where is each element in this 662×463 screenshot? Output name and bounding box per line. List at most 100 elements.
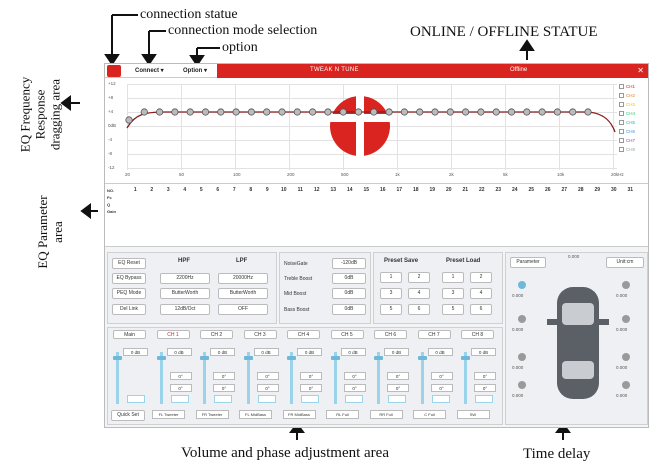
- eq-drag-point[interactable]: [232, 108, 240, 116]
- eq-drag-point[interactable]: [354, 108, 363, 116]
- phase-value-2[interactable]: 0°: [169, 384, 192, 392]
- delay-knob[interactable]: [622, 353, 630, 361]
- volume-value[interactable]: 0 dB: [123, 348, 148, 356]
- volume-slider[interactable]: [464, 352, 467, 404]
- treble-boost-value[interactable]: 0dB: [332, 273, 366, 284]
- channel-assign-dropdown[interactable]: FL MidBass: [239, 410, 272, 419]
- mute-toggle[interactable]: [257, 395, 276, 403]
- eq-drag-point[interactable]: [140, 108, 148, 116]
- preset-save-button[interactable]: 4: [408, 288, 430, 299]
- channel-toggle-1[interactable]: CH1: [619, 82, 648, 91]
- phase-value[interactable]: 0°: [387, 372, 409, 380]
- mute-toggle[interactable]: [170, 395, 189, 403]
- eq-drag-point[interactable]: [523, 108, 531, 116]
- volume-slider-knob[interactable]: [243, 356, 253, 360]
- eq-curve[interactable]: [105, 78, 617, 178]
- preset-save-button[interactable]: 1: [380, 272, 402, 283]
- eq-drag-point[interactable]: [278, 108, 286, 116]
- mid-boost-value[interactable]: 0dB: [332, 288, 366, 299]
- channel-assign-dropdown[interactable]: FL Tweeter: [152, 410, 185, 419]
- eq-reset-button[interactable]: EQ Reset: [112, 258, 146, 269]
- mute-toggle[interactable]: [388, 395, 406, 403]
- close-icon[interactable]: ✕: [637, 66, 644, 75]
- lpf-frequency[interactable]: 20000Hz: [218, 273, 268, 284]
- eq-drag-point[interactable]: [309, 108, 317, 116]
- preset-save-button[interactable]: 2: [408, 272, 430, 283]
- eq-drag-point[interactable]: [217, 108, 225, 116]
- phase-value-2[interactable]: 0°: [474, 384, 496, 392]
- volume-tab[interactable]: CH 6: [374, 330, 407, 339]
- preset-load-button[interactable]: 2: [470, 272, 492, 283]
- option-menu[interactable]: Option ▾: [183, 68, 208, 74]
- eq-drag-point[interactable]: [263, 108, 271, 116]
- phase-value[interactable]: 0°: [300, 372, 322, 380]
- phase-value[interactable]: 0°: [474, 372, 496, 380]
- volume-value[interactable]: 0 dB: [297, 348, 322, 356]
- eq-drag-point[interactable]: [538, 108, 546, 116]
- channel-toggle-3[interactable]: CH3: [619, 100, 648, 109]
- channel-assign-dropdown[interactable]: SW: [456, 410, 490, 419]
- preset-load-button[interactable]: 6: [470, 304, 492, 315]
- eq-drag-point[interactable]: [385, 108, 393, 116]
- volume-value[interactable]: 0 dB: [210, 348, 235, 356]
- eq-drag-point[interactable]: [477, 108, 485, 116]
- eq-drag-point[interactable]: [125, 116, 133, 124]
- noisegate-value[interactable]: -120dB: [332, 258, 366, 269]
- volume-value[interactable]: 0 dB: [384, 348, 409, 356]
- volume-value[interactable]: 0 dB: [427, 348, 453, 356]
- mute-toggle[interactable]: [431, 395, 450, 403]
- channel-checkbox[interactable]: [619, 93, 624, 98]
- channel-assign-dropdown[interactable]: FR MidBass: [282, 410, 316, 419]
- preset-load-button[interactable]: 3: [442, 288, 464, 299]
- eq-drag-point[interactable]: [569, 108, 577, 116]
- volume-value[interactable]: 0 dB: [340, 348, 366, 356]
- phase-value[interactable]: 0°: [343, 372, 366, 380]
- volume-slider[interactable]: [377, 352, 380, 404]
- volume-value[interactable]: 0 dB: [471, 348, 496, 356]
- eq-drag-point[interactable]: [201, 108, 210, 116]
- eq-drag-point[interactable]: [507, 108, 516, 116]
- preset-load-button[interactable]: 4: [470, 288, 492, 299]
- phase-value-2[interactable]: 0°: [300, 384, 322, 392]
- eq-drag-point[interactable]: [155, 108, 164, 116]
- channel-assign-dropdown[interactable]: FR Tweeter: [195, 410, 229, 419]
- peq-mode-button[interactable]: PEQ Mode: [112, 288, 146, 299]
- channel-checkbox[interactable]: [619, 84, 624, 89]
- volume-slider-knob[interactable]: [287, 356, 296, 360]
- channel-toggle-4[interactable]: CH4: [619, 109, 648, 118]
- volume-slider-knob[interactable]: [417, 356, 427, 360]
- volume-slider[interactable]: [116, 352, 119, 404]
- phase-value[interactable]: 0°: [430, 372, 453, 380]
- volume-slider-knob[interactable]: [461, 356, 470, 360]
- volume-slider-knob[interactable]: [330, 356, 340, 360]
- channel-toggle-5[interactable]: CH5: [619, 118, 648, 127]
- delay-knob[interactable]: [622, 381, 630, 389]
- phase-value-2[interactable]: 0°: [256, 384, 279, 392]
- volume-slider-knob[interactable]: [200, 356, 209, 360]
- channel-assign-dropdown[interactable]: RL Full: [326, 410, 359, 419]
- phase-value-2[interactable]: 0°: [213, 384, 235, 392]
- eq-drag-point[interactable]: [339, 108, 347, 116]
- delay-knob[interactable]: [518, 281, 526, 289]
- connection-status-icon[interactable]: [107, 65, 121, 77]
- phase-value-2[interactable]: 0°: [387, 384, 409, 392]
- hpf-type-dropdown[interactable]: ButterWorth: [160, 288, 210, 299]
- channel-toggle-7[interactable]: CH7: [619, 136, 648, 145]
- eq-drag-point[interactable]: [370, 108, 378, 116]
- eq-drag-point[interactable]: [247, 108, 255, 116]
- delay-knob[interactable]: [622, 315, 630, 323]
- eq-drag-point[interactable]: [324, 108, 332, 116]
- volume-value[interactable]: 0 dB: [253, 348, 279, 356]
- volume-slider-knob[interactable]: [374, 356, 383, 360]
- delay-knob[interactable]: [518, 381, 526, 389]
- preset-save-button[interactable]: 3: [380, 288, 402, 299]
- volume-slider[interactable]: [246, 352, 250, 404]
- eq-drag-point[interactable]: [553, 108, 561, 116]
- eq-drag-point[interactable]: [431, 108, 439, 116]
- connect-menu[interactable]: Connect ▾: [135, 68, 164, 74]
- channel-checkbox[interactable]: [619, 138, 624, 143]
- delay-unit-dropdown[interactable]: Unit:cm: [606, 257, 644, 268]
- hpf-slope-dropdown[interactable]: 12dB/Oct: [160, 304, 210, 315]
- volume-slider[interactable]: [159, 352, 163, 404]
